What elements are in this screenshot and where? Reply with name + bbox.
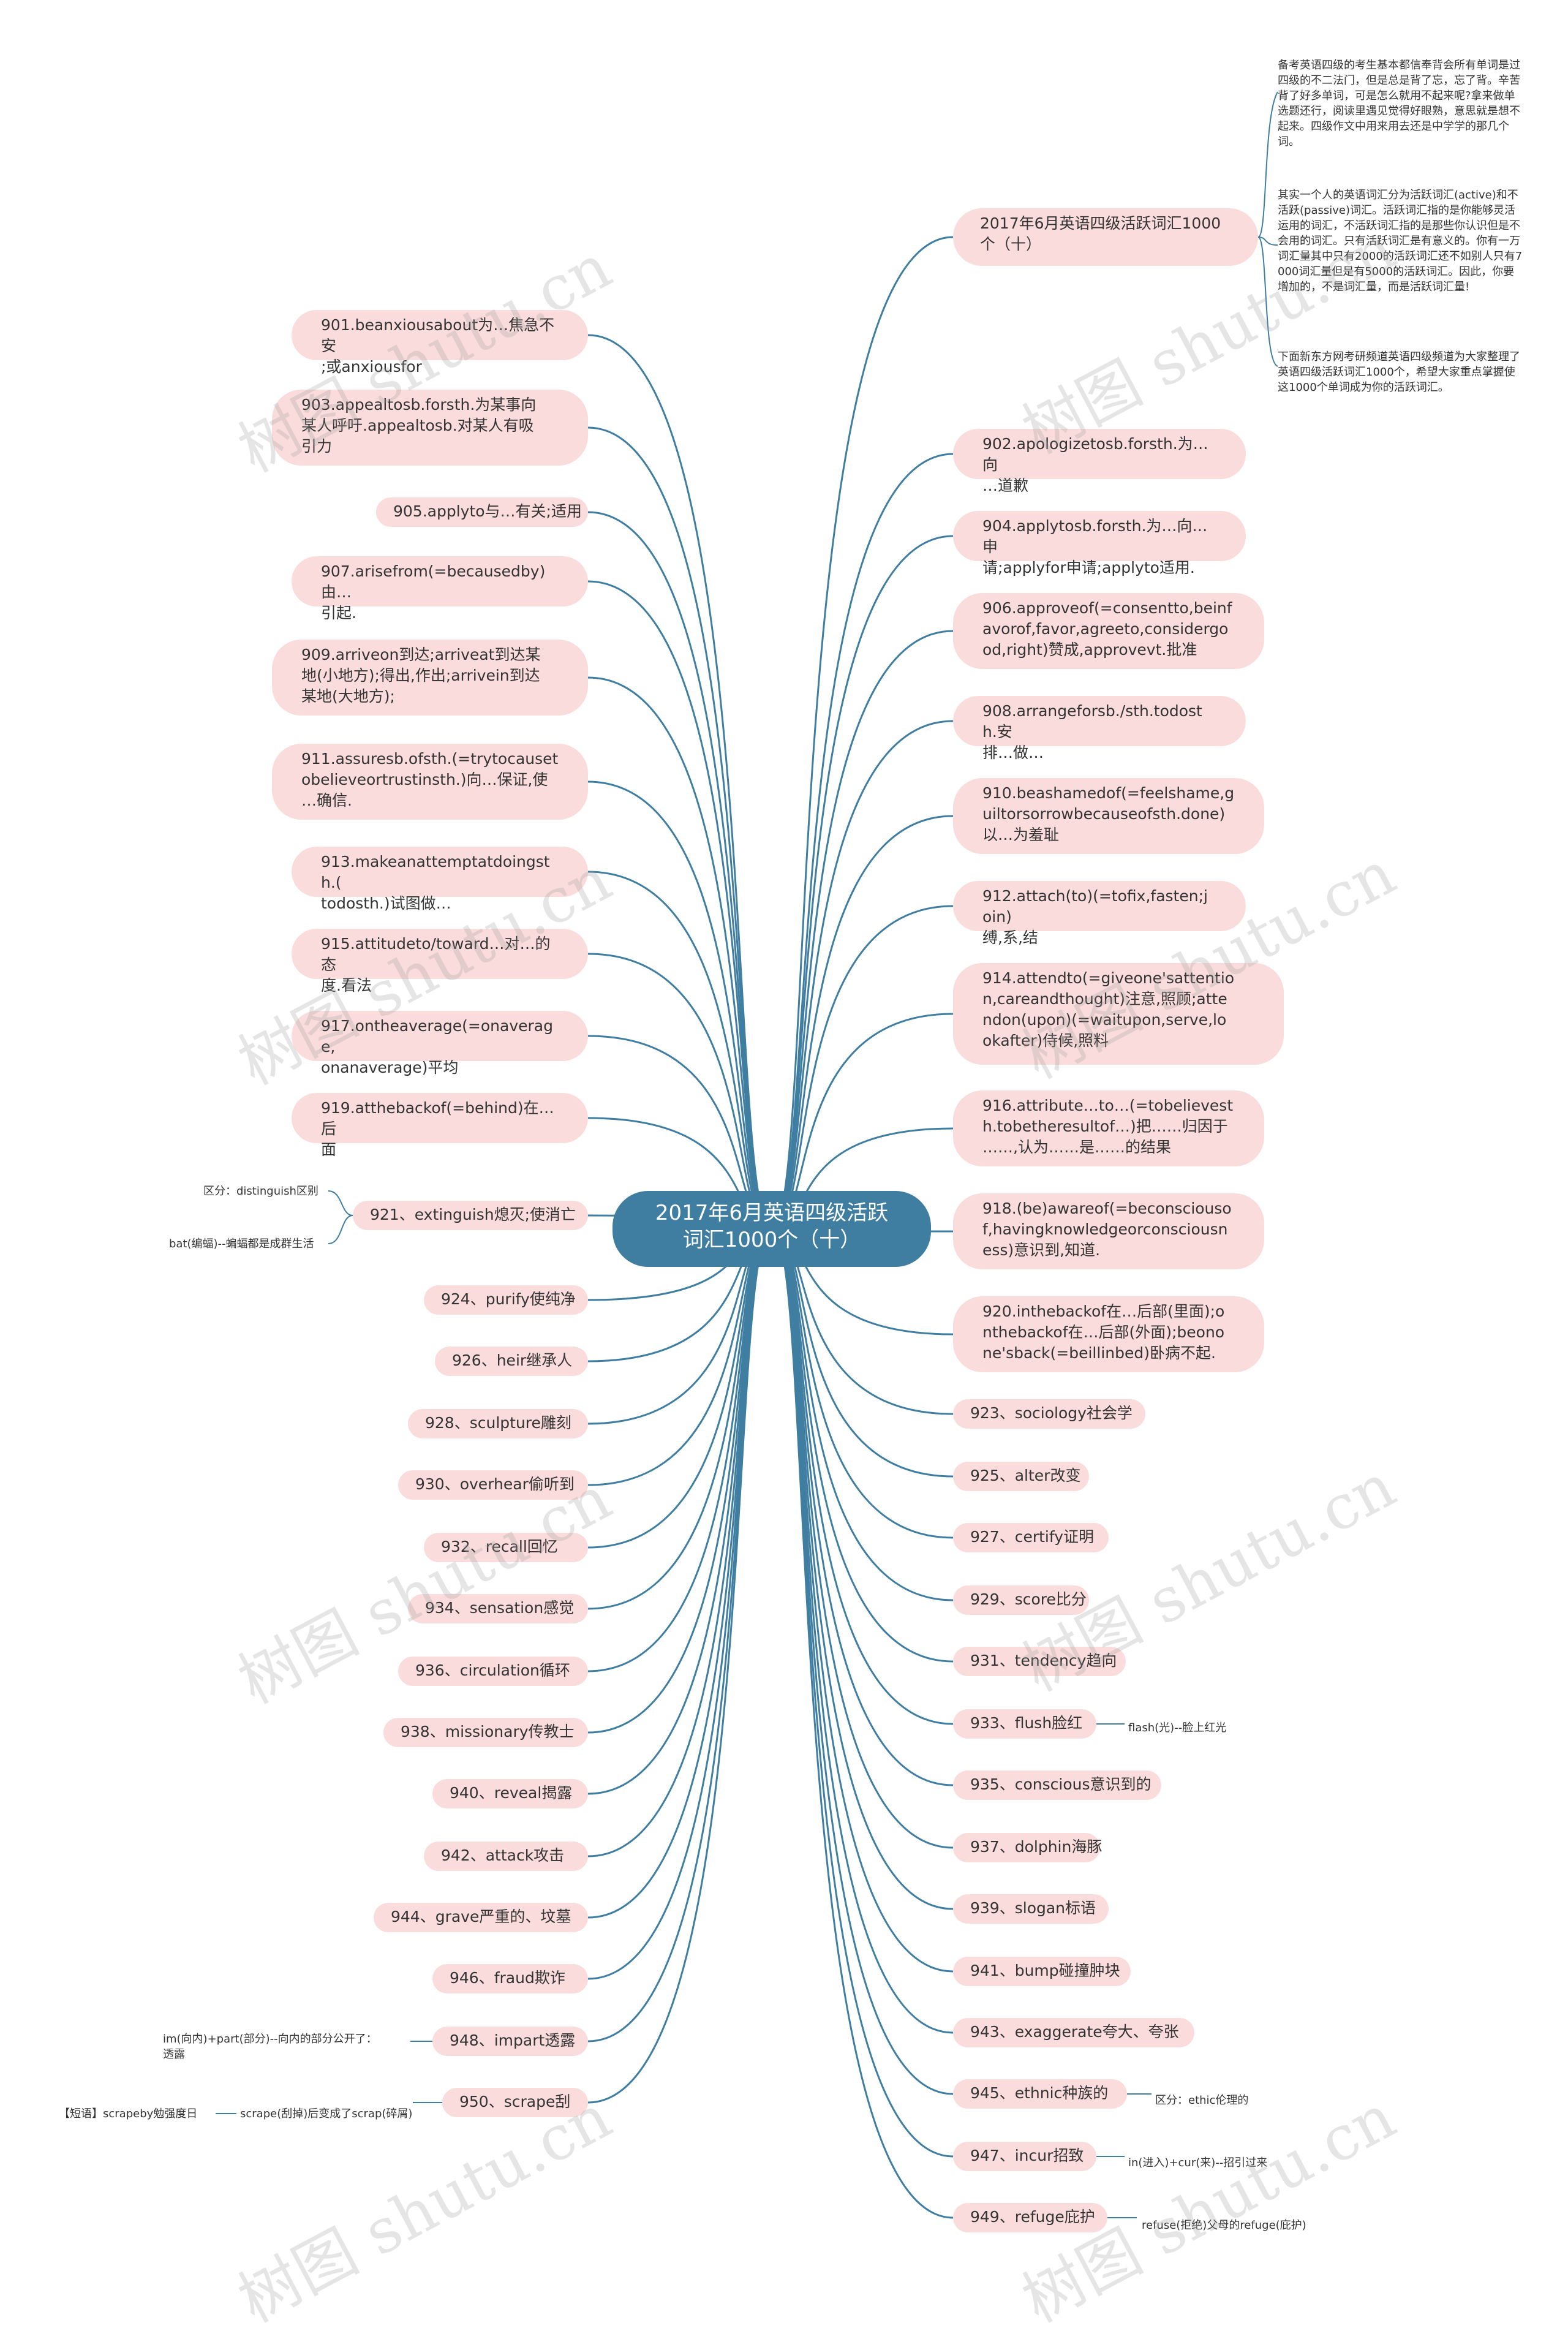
topic-node-left[interactable]: 915.attitudeto/toward…对…的态 度.看法 — [292, 929, 588, 994]
central-topic[interactable]: 2017年6月英语四级活跃 词汇1000个（十） — [612, 1191, 931, 1267]
note-scrape-scrap: scrape(刮掉)后变成了scrap(碎屑) — [240, 2107, 413, 2120]
topic-node-right[interactable]: 923、sociology社会学 — [953, 1399, 1145, 1429]
extinguish-link — [328, 1190, 353, 1216]
intro-topic[interactable]: 2017年6月英语四级活跃词汇1000 个（十） — [953, 208, 1258, 266]
topic-node-right[interactable]: 937、dolphin海豚 — [953, 1833, 1102, 1862]
topic-node-left[interactable]: 905.applyto与…有关;适用 — [376, 497, 588, 527]
topic-node-left[interactable]: 911.assuresb.ofsth.(=trytocauset obeliev… — [272, 744, 588, 820]
topic-node-left[interactable]: 948、impart透露 — [432, 2027, 588, 2056]
intro-note-1: 备考英语四级的考生基本都信奉背会所有单词是过四级的不二法门，但是总是背了忘，忘了… — [1278, 59, 1520, 148]
topic-node-left[interactable]: 940、reveal揭露 — [432, 1779, 588, 1808]
extinguish-link — [328, 1215, 353, 1244]
topic-node-left[interactable]: 913.makeanattemptatdoingsth.( todosth.)试… — [292, 847, 588, 912]
topic-node-right[interactable]: 920.inthebackof在…后部(里面);o nthebackof在…后部… — [953, 1296, 1264, 1372]
topic-node-right[interactable]: 908.arrangeforsb./sth.todosth.安 排…做… — [953, 696, 1246, 761]
note-refuge: refuse(拒绝)父母的refuge(庇护) — [1142, 2219, 1306, 2232]
topic-node-right[interactable]: 941、bump碰撞肿块 — [953, 1957, 1131, 1986]
topic-node-right[interactable]: 918.(be)awareof(=beconsciouso f,havingkn… — [953, 1193, 1264, 1269]
topic-node-left[interactable]: 930、overhear偷听到 — [398, 1470, 588, 1500]
topic-node-left[interactable]: 934、sensation感觉 — [408, 1594, 588, 1623]
topic-node-left[interactable]: 936、circulation循环 — [398, 1657, 588, 1686]
topic-node-left[interactable]: 907.arisefrom(=becausedby)由… 引起. — [292, 556, 588, 622]
connector-line — [587, 580, 772, 1230]
topic-node-right[interactable]: 949、refuge庇护 — [953, 2203, 1107, 2232]
intro-note-3: 下面新东方网考研频道英语四级频道为大家整理了英语四级活跃词汇1000个，希望大家… — [1278, 350, 1520, 394]
note-flush: flash(光)--脸上红光 — [1128, 1721, 1227, 1734]
topic-node-right[interactable]: 935、conscious意识到的 — [953, 1770, 1161, 1800]
connector-line — [771, 535, 954, 1230]
topic-node-left[interactable]: 921、extinguish熄灭;使消亡 — [353, 1201, 588, 1230]
topic-node-right[interactable]: 945、ethnic种族的 — [953, 2079, 1127, 2109]
topic-node-right[interactable]: 933、flush脸红 — [953, 1709, 1096, 1739]
topic-node-left[interactable]: 919.atthebackof(=behind)在…后 面 — [292, 1093, 588, 1158]
topic-node-left[interactable]: 924、purify使纯净 — [424, 1285, 588, 1315]
topic-node-left[interactable]: 928、sculpture雕刻 — [408, 1409, 588, 1438]
intro-note-2: 其实一个人的英语词汇分为活跃词汇(active)和不活跃(passive)词汇。… — [1278, 189, 1523, 293]
note-ethnic: 区分：ethic伦理的 — [1155, 2094, 1249, 2107]
topic-node-left[interactable]: 932、recall回忆 — [424, 1533, 588, 1562]
topic-node-right[interactable]: 910.beashamedof(=feelshame,g uiltorsorro… — [953, 778, 1264, 854]
intro-bracket-line — [1257, 236, 1278, 367]
topic-node-left[interactable]: 909.arriveon到达;arriveat到达某 地(小地方);得出,作出;… — [272, 640, 588, 716]
topic-node-left[interactable]: 946、fraud欺诈 — [432, 1964, 588, 1993]
topic-node-left[interactable]: 901.beanxiousabout为…焦急不安 ;或anxiousfor — [292, 310, 588, 376]
topic-node-right[interactable]: 914.attendto(=giveone'sattentio n,carean… — [953, 963, 1284, 1065]
note-extinguish-distinguish: 区分：distinguish区别 — [203, 1185, 318, 1198]
intro-bracket-line — [1257, 91, 1278, 238]
connector-line — [587, 1228, 772, 2104]
connector-line — [771, 815, 954, 1230]
topic-node-left[interactable]: 944、grave严重的、坟墓 — [374, 1903, 588, 1932]
connector-line — [771, 1228, 954, 2219]
topic-node-left[interactable]: 942、attack攻击 — [424, 1842, 588, 1871]
topic-node-right[interactable]: 929、score比分 — [953, 1585, 1089, 1615]
topic-node-right[interactable]: 931、tendency趋向 — [953, 1647, 1126, 1676]
note-extinguish-bat: bat(编蝠)--蝙蝠都是成群生活 — [169, 1238, 314, 1250]
note-impart: im(向内)+part(部分)--向内的部分公开了： 透露 — [163, 2033, 377, 2061]
topic-node-right[interactable]: 939、slogan标语 — [953, 1894, 1109, 1924]
note-scrape-phrase: 【短语】scrapeby勉强度日 — [59, 2107, 198, 2120]
topic-node-right[interactable]: 943、exaggerate夸大、夸张 — [953, 2018, 1194, 2047]
topic-node-left[interactable]: 938、missionary传教士 — [383, 1718, 588, 1747]
connector-lines — [216, 91, 1278, 2219]
topic-node-right[interactable]: 947、incur招致 — [953, 2142, 1096, 2171]
topic-node-right[interactable]: 906.approveof(=consentto,beinf avorof,fa… — [953, 593, 1264, 669]
topic-node-right[interactable]: 927、certify证明 — [953, 1523, 1109, 1552]
topic-node-left[interactable]: 917.ontheaverage(=onaverage, onanaverage… — [292, 1011, 588, 1076]
topic-node-right[interactable]: 902.apologizetosb.forsth.为…向 …道歉 — [953, 429, 1246, 494]
topic-node-right[interactable]: 904.applytosb.forsth.为…向…申 请;applyfor申请;… — [953, 511, 1246, 576]
topic-node-left[interactable]: 903.appealtosb.forsth.为某事向 某人呼吁.appealto… — [272, 390, 588, 466]
topic-node-right[interactable]: 912.attach(to)(=tofix,fasten;join) 缚,系,结 — [953, 881, 1246, 947]
topic-node-right[interactable]: 916.attribute…to…(=tobelievest h.tobethe… — [953, 1090, 1264, 1166]
topic-node-left[interactable]: 926、heir继承人 — [435, 1347, 588, 1376]
intro-bracket-line — [1257, 236, 1278, 246]
connector-line — [771, 236, 954, 1230]
topic-node-right[interactable]: 925、alter改变 — [953, 1462, 1089, 1491]
topic-node-left[interactable]: 950、scrape刮 — [442, 2088, 588, 2117]
note-incur: in(进入)+cur(来)--招引过来 — [1128, 2156, 1268, 2169]
